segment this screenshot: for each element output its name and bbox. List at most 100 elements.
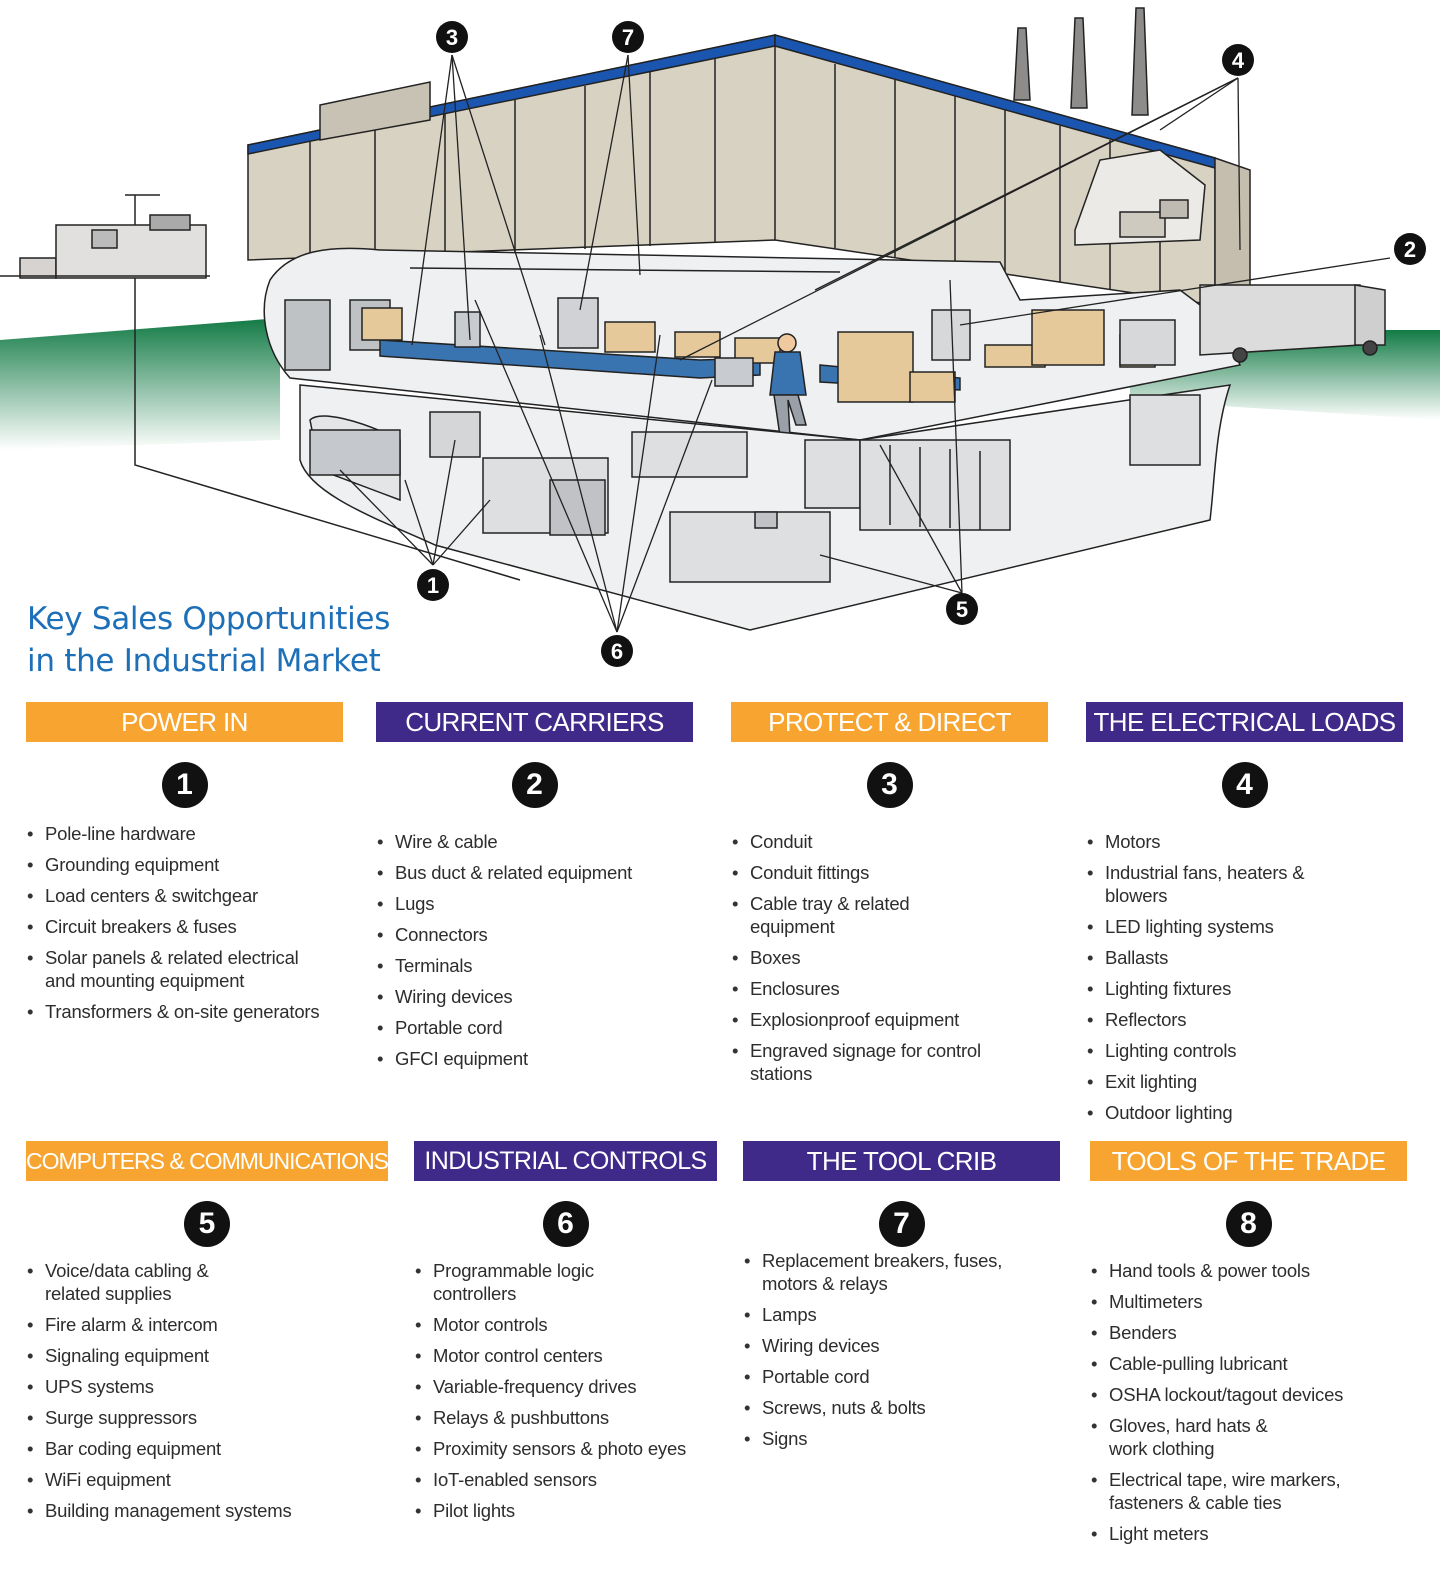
list-item: Bus duct & related equipment xyxy=(376,861,693,884)
factory-illustration: 1 2 3 4 5 6 7 xyxy=(0,7,1440,667)
list-item: UPS systems xyxy=(26,1375,388,1398)
item-list: Programmable logic controllers Motor con… xyxy=(414,1259,717,1522)
list-item: Conduit xyxy=(731,830,1048,853)
list-item: GFCI equipment xyxy=(376,1047,693,1070)
list-item: Cable tray & related equipment xyxy=(731,892,940,938)
svg-text:4: 4 xyxy=(1232,48,1245,73)
category-header: INDUSTRIAL CONTROLS xyxy=(414,1141,717,1181)
list-item: Proximity sensors & photo eyes xyxy=(414,1437,717,1460)
category-protect-direct: PROTECT & DIRECT 3 Conduit Conduit fitti… xyxy=(731,702,1048,1093)
list-item: Engraved signage for control stations xyxy=(731,1039,1010,1085)
callout-3: 3 xyxy=(436,21,468,53)
list-item: LED lighting systems xyxy=(1086,915,1403,938)
list-item: Surge suppressors xyxy=(26,1406,388,1429)
callout-5: 5 xyxy=(946,593,978,625)
item-list: Hand tools & power tools Multimeters Ben… xyxy=(1090,1259,1407,1545)
callout-leaders xyxy=(339,54,1391,633)
list-item: Portable cord xyxy=(743,1365,1060,1388)
callout-2: 2 xyxy=(1394,233,1426,265)
list-item: Portable cord xyxy=(376,1016,693,1039)
list-item: Bar coding equipment xyxy=(26,1437,388,1460)
category-number: 2 xyxy=(511,762,558,808)
category-current-carriers: CURRENT CARRIERS 2 Wire & cable Bus duct… xyxy=(376,702,693,1078)
list-item: Outdoor lighting xyxy=(1086,1101,1403,1124)
list-item: Wiring devices xyxy=(376,985,693,1008)
list-item: OSHA lockout/tagout devices xyxy=(1090,1383,1407,1406)
list-item: Cable-pulling lubricant xyxy=(1090,1352,1407,1375)
list-item: Explosionproof equipment xyxy=(731,1008,1048,1031)
substation xyxy=(0,194,521,581)
item-list: Motors Industrial fans, heaters & blower… xyxy=(1086,830,1403,1124)
list-item: Gloves, hard hats & work clothing xyxy=(1090,1414,1284,1460)
list-item: Lighting controls xyxy=(1086,1039,1403,1062)
basement xyxy=(299,384,1232,631)
category-industrial-controls: INDUSTRIAL CONTROLS 6 Programmable logic… xyxy=(414,1141,717,1530)
list-item: Lighting fixtures xyxy=(1086,977,1403,1000)
callout-4: 4 xyxy=(1222,44,1254,76)
category-number: 6 xyxy=(542,1201,589,1247)
list-item: Multimeters xyxy=(1090,1290,1407,1313)
category-number: 8 xyxy=(1225,1201,1272,1247)
list-item: Lamps xyxy=(743,1303,1060,1326)
category-header: THE ELECTRICAL LOADS xyxy=(1086,702,1403,742)
list-item: Load centers & switchgear xyxy=(26,884,343,907)
category-power-in: POWER IN 1 Pole-line hardware Grounding … xyxy=(26,702,343,1031)
category-header: THE TOOL CRIB xyxy=(743,1141,1060,1181)
list-item: Enclosures xyxy=(731,977,1048,1000)
list-item: Wiring devices xyxy=(743,1334,1060,1357)
warehouse-floor xyxy=(263,247,1386,441)
item-list: Pole-line hardware Grounding equipment L… xyxy=(26,822,343,1023)
category-tools-of-the-trade: TOOLS OF THE TRADE 8 Hand tools & power … xyxy=(1090,1141,1407,1553)
callout-6: 6 xyxy=(601,635,633,667)
list-item: Pilot lights xyxy=(414,1499,717,1522)
category-number: 3 xyxy=(866,762,913,808)
list-item: Signs xyxy=(743,1427,1060,1450)
list-item: Exit lighting xyxy=(1086,1070,1403,1093)
category-computers-communications: COMPUTERS & COMMUNICATIONS 5 Voice/data … xyxy=(26,1141,388,1530)
list-item: Reflectors xyxy=(1086,1008,1403,1031)
list-item: Electrical tape, wire markers, fasteners… xyxy=(1090,1468,1359,1514)
smokestacks xyxy=(1013,7,1149,116)
list-item: Terminals xyxy=(376,954,693,977)
list-item: Pole-line hardware xyxy=(26,822,343,845)
list-item: Conduit fittings xyxy=(731,861,1048,884)
category-tool-crib: THE TOOL CRIB 7 Replacement breakers, fu… xyxy=(743,1141,1060,1458)
item-list: Conduit Conduit fittings Cable tray & re… xyxy=(731,830,1048,1085)
list-item: Benders xyxy=(1090,1321,1407,1344)
list-item: Lugs xyxy=(376,892,693,915)
svg-text:7: 7 xyxy=(622,25,634,50)
list-item: Solar panels & related electrical and mo… xyxy=(26,946,330,992)
category-number: 1 xyxy=(161,762,208,808)
svg-text:3: 3 xyxy=(446,25,458,50)
building xyxy=(247,34,1251,306)
list-item: Variable-frequency drives xyxy=(414,1375,717,1398)
list-item: IoT-enabled sensors xyxy=(414,1468,717,1491)
list-item: Industrial fans, heaters & blowers xyxy=(1086,861,1315,907)
list-item: Voice/data cabling & related supplies xyxy=(26,1259,235,1305)
main-title-line-2: in the Industrial Market xyxy=(27,643,381,679)
list-item: Screws, nuts & bolts xyxy=(743,1396,1060,1419)
list-item: Ballasts xyxy=(1086,946,1403,969)
list-item: Relays & pushbuttons xyxy=(414,1406,717,1429)
category-header: PROTECT & DIRECT xyxy=(731,702,1048,742)
callout-7: 7 xyxy=(612,21,644,53)
list-item: WiFi equipment xyxy=(26,1468,388,1491)
category-number: 7 xyxy=(878,1201,925,1247)
category-header: POWER IN xyxy=(26,702,343,742)
list-item: Light meters xyxy=(1090,1522,1407,1545)
category-electrical-loads: THE ELECTRICAL LOADS 4 Motors Industrial… xyxy=(1086,702,1403,1132)
list-item: Motors xyxy=(1086,830,1403,853)
svg-text:6: 6 xyxy=(611,639,623,664)
category-header: COMPUTERS & COMMUNICATIONS xyxy=(26,1141,388,1181)
category-number: 5 xyxy=(184,1201,230,1247)
callout-1: 1 xyxy=(417,569,449,601)
office-cutaway xyxy=(1074,149,1206,246)
svg-text:2: 2 xyxy=(1404,237,1416,262)
list-item: Fire alarm & intercom xyxy=(26,1313,388,1336)
category-number: 4 xyxy=(1221,762,1268,808)
main-title-line-1: Key Sales Opportunities xyxy=(27,601,391,637)
list-item: Signaling equipment xyxy=(26,1344,388,1367)
category-header: TOOLS OF THE TRADE xyxy=(1090,1141,1407,1181)
svg-text:1: 1 xyxy=(427,573,439,598)
grass-left xyxy=(0,318,280,450)
